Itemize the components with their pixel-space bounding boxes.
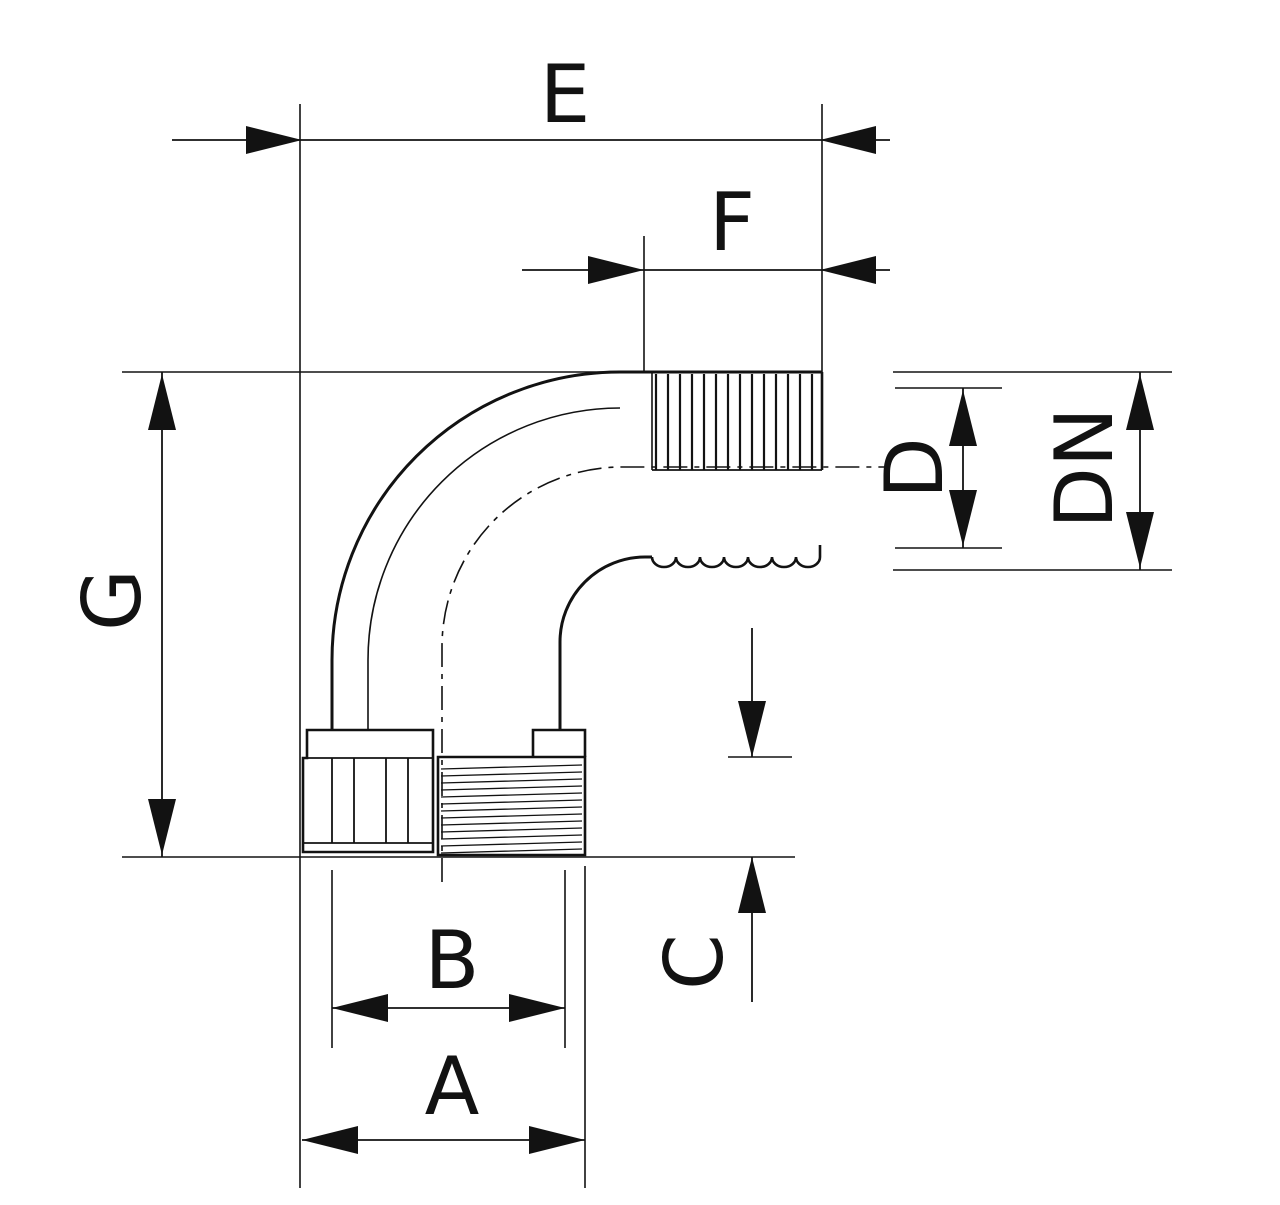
arrowhead-left xyxy=(246,126,302,154)
dimension-g: G xyxy=(66,371,795,858)
arrowhead-right xyxy=(820,256,876,284)
dimension-b: B xyxy=(331,870,566,1048)
arrowhead-bottom xyxy=(1126,512,1154,568)
dimension-c: C xyxy=(648,628,792,1002)
barb-rib-lines xyxy=(654,374,814,470)
threaded-end xyxy=(436,728,587,857)
dimension-d: D xyxy=(868,387,1002,549)
dim-label-dn: DN xyxy=(1038,407,1131,528)
dim-label-d: D xyxy=(868,437,961,499)
arrowhead-left xyxy=(332,994,388,1022)
dim-label-c: C xyxy=(648,934,741,990)
dimension-e: E xyxy=(172,48,890,1188)
hose-barb xyxy=(650,372,824,569)
arrowhead-right xyxy=(529,1126,585,1154)
arrowhead-bottom xyxy=(949,490,977,546)
thread-shoulder xyxy=(531,728,587,757)
elbow-inner-wall-line xyxy=(367,407,621,730)
dim-label-g: G xyxy=(66,569,159,631)
dim-label-e: E xyxy=(540,48,591,141)
arrowhead-right xyxy=(820,126,876,154)
thread-outline xyxy=(436,755,587,857)
dimension-a: A xyxy=(302,866,586,1188)
thread-crest-lines xyxy=(440,764,583,854)
dim-label-f: F xyxy=(709,176,755,269)
elbow-outer-profile xyxy=(330,370,822,730)
arrowhead-top xyxy=(1126,374,1154,430)
arrowhead-top xyxy=(148,374,176,430)
nut-castellation-slots xyxy=(331,758,409,843)
arrowhead-left xyxy=(302,1126,358,1154)
dim-label-a: A xyxy=(425,1040,480,1133)
elbow-inner-profile xyxy=(558,555,652,730)
arrowhead-bottom xyxy=(738,857,766,913)
dimension-dn: DN xyxy=(893,371,1172,571)
dimension-f: F xyxy=(522,176,890,372)
arrowhead-right xyxy=(509,994,565,1022)
dim-label-b: B xyxy=(425,914,480,1007)
arrowhead-top xyxy=(738,701,766,757)
arrowhead-top xyxy=(949,390,977,446)
barb-bottom-ridges xyxy=(650,545,822,569)
axis-centerline xyxy=(441,466,886,882)
union-nut xyxy=(301,728,435,854)
arrowhead-bottom xyxy=(148,799,176,855)
arrowhead-left xyxy=(588,256,644,284)
nut-outline xyxy=(301,728,435,854)
elbow-fitting xyxy=(301,370,886,882)
